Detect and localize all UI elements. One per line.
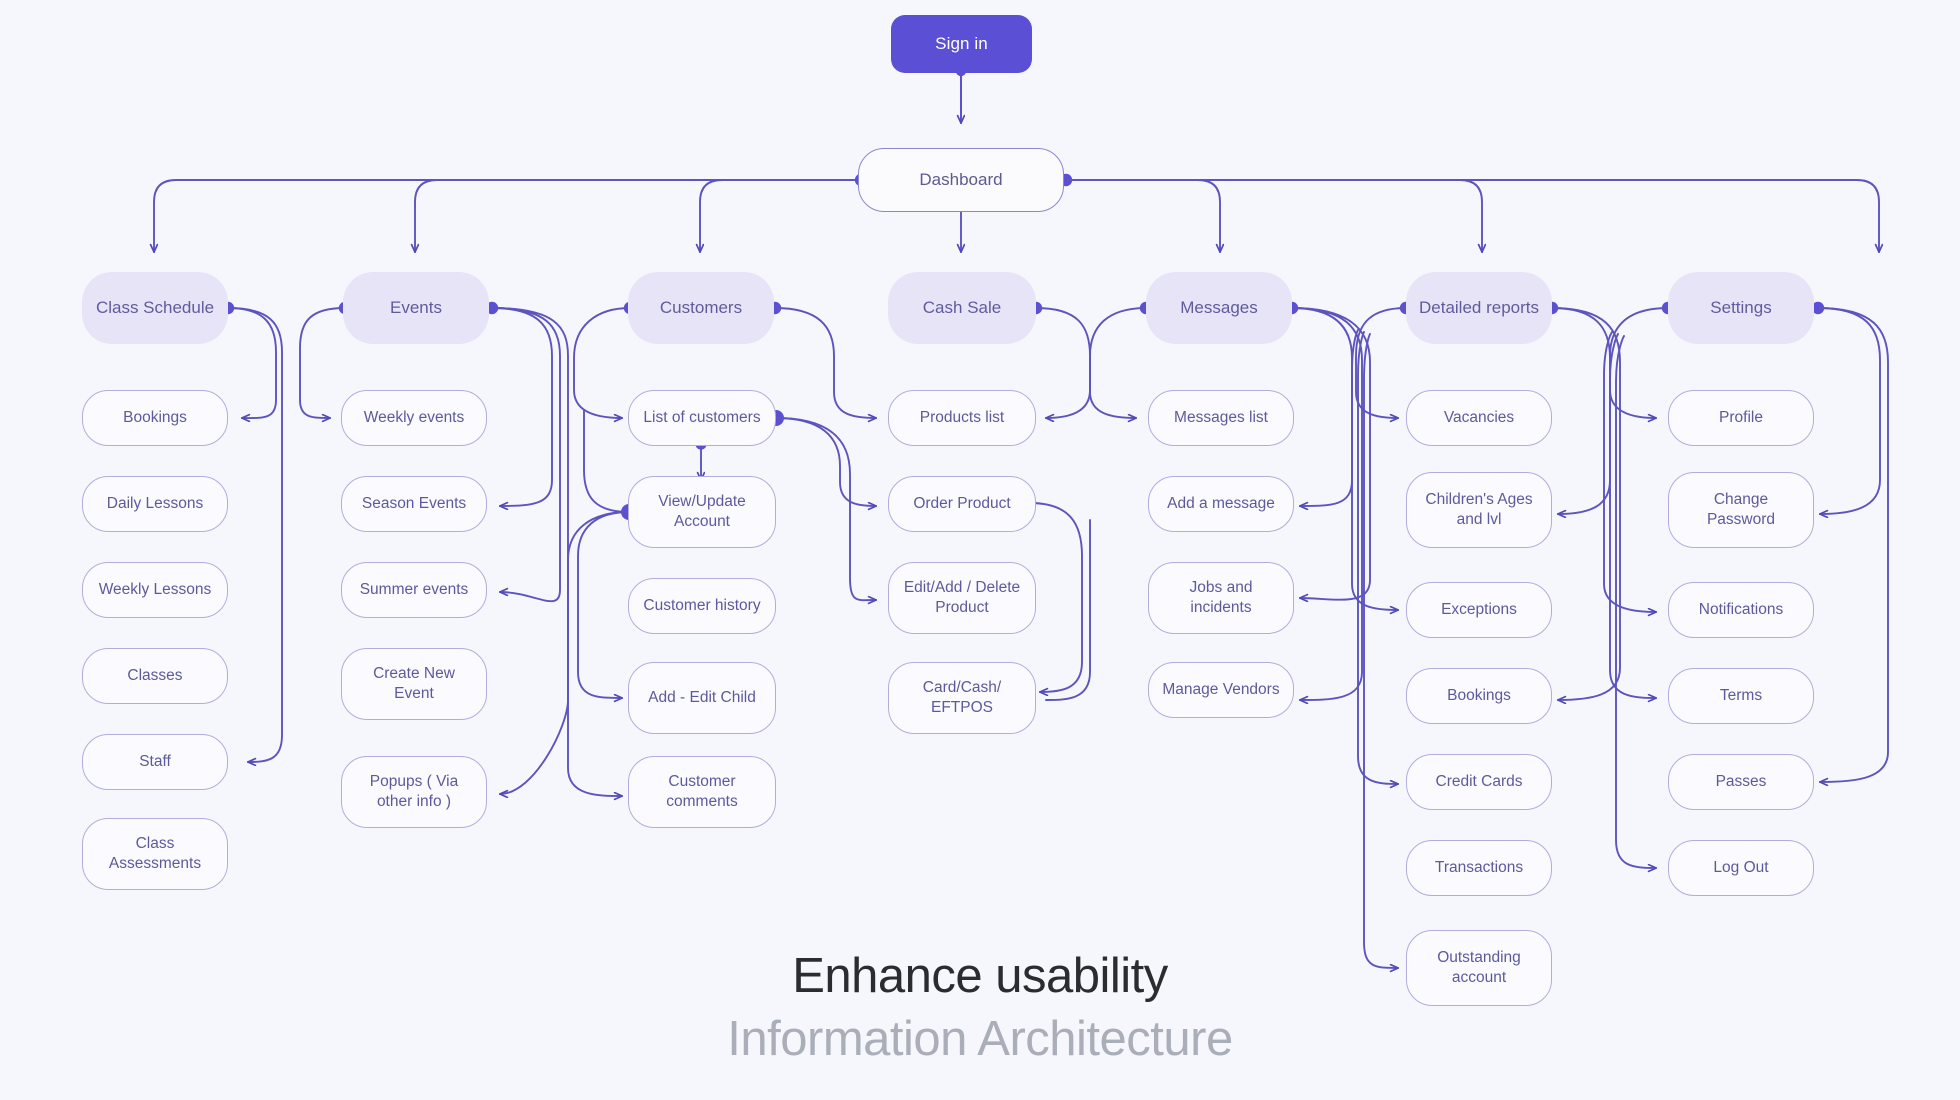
category-settings[interactable]: Settings xyxy=(1668,272,1814,344)
leaf-transactions[interactable]: Transactions xyxy=(1406,840,1552,896)
node-label: Terms xyxy=(1719,687,1763,705)
leaf-summer-events[interactable]: Summer events xyxy=(341,562,487,618)
node-label: Dashboard xyxy=(919,170,1003,190)
leaf-create-new-event[interactable]: Create New Event xyxy=(341,648,487,720)
node-label: Add - Edit Child xyxy=(648,689,756,707)
category-label: Cash Sale xyxy=(922,298,1002,318)
node-label: Sign in xyxy=(935,34,988,54)
diagram-title-block: Enhance usability Information Architectu… xyxy=(0,948,1960,1067)
node-label: Add a message xyxy=(1167,495,1275,513)
leaf-add-edit-child[interactable]: Add - Edit Child xyxy=(628,662,776,734)
leaf-messages-list[interactable]: Messages list xyxy=(1148,390,1294,446)
node-label: Children's Ages and lvl xyxy=(1425,491,1533,528)
node-label: Outstanding account xyxy=(1437,949,1521,986)
leaf-list-of-customers[interactable]: List of customers xyxy=(628,390,776,446)
leaf-customer-comments[interactable]: Customer comments xyxy=(628,756,776,828)
node-label: Customer history xyxy=(643,597,761,615)
node-label: View/Update Account xyxy=(658,493,746,530)
leaf-notifications[interactable]: Notifications xyxy=(1668,582,1814,638)
leaf-order-product[interactable]: Order Product xyxy=(888,476,1036,532)
node-label: Passes xyxy=(1715,773,1767,791)
category-customers[interactable]: Customers xyxy=(628,272,774,344)
node-label: Bookings xyxy=(123,409,187,427)
leaf-terms[interactable]: Terms xyxy=(1668,668,1814,724)
leaf-childrens-ages-and-lvl[interactable]: Children's Ages and lvl xyxy=(1406,472,1552,548)
node-label: Season Events xyxy=(361,495,467,513)
node-label: Weekly Lessons xyxy=(98,581,212,599)
title-primary: Enhance usability xyxy=(792,949,1168,1003)
leaf-weekly-events[interactable]: Weekly events xyxy=(341,390,487,446)
leaf-credit-cards[interactable]: Credit Cards xyxy=(1406,754,1552,810)
node-sign-in[interactable]: Sign in xyxy=(891,15,1032,73)
category-cash-sale[interactable]: Cash Sale xyxy=(888,272,1036,344)
node-label: Class Assessments xyxy=(108,835,202,872)
leaf-log-out[interactable]: Log Out xyxy=(1668,840,1814,896)
category-label: Class Schedule xyxy=(95,298,215,318)
node-label: Messages list xyxy=(1174,409,1268,427)
node-label: Create New Event xyxy=(373,665,455,702)
leaf-products-list[interactable]: Products list xyxy=(888,390,1036,446)
leaf-profile[interactable]: Profile xyxy=(1668,390,1814,446)
node-label: Exceptions xyxy=(1441,601,1517,619)
node-label: Jobs and incidents xyxy=(1189,579,1253,616)
leaf-classes[interactable]: Classes xyxy=(82,648,228,704)
node-label: Weekly events xyxy=(363,409,465,427)
leaf-weekly-lessons[interactable]: Weekly Lessons xyxy=(82,562,228,618)
leaf-bookings-reports[interactable]: Bookings xyxy=(1406,668,1552,724)
node-label: Staff xyxy=(139,753,171,771)
leaf-bookings[interactable]: Bookings xyxy=(82,390,228,446)
leaf-manage-vendors[interactable]: Manage Vendors xyxy=(1148,662,1294,718)
leaf-edit-add-delete-product[interactable]: Edit/Add / Delete Product xyxy=(888,562,1036,634)
leaf-daily-lessons[interactable]: Daily Lessons xyxy=(82,476,228,532)
leaf-season-events[interactable]: Season Events xyxy=(341,476,487,532)
node-label: Change Password xyxy=(1706,491,1776,528)
category-messages[interactable]: Messages xyxy=(1146,272,1292,344)
node-label: Bookings xyxy=(1447,687,1511,705)
leaf-exceptions[interactable]: Exceptions xyxy=(1406,582,1552,638)
node-label: Daily Lessons xyxy=(106,495,204,513)
leaf-change-password[interactable]: Change Password xyxy=(1668,472,1814,548)
category-class-schedule[interactable]: Class Schedule xyxy=(82,272,228,344)
leaf-add-a-message[interactable]: Add a message xyxy=(1148,476,1294,532)
node-label: Manage Vendors xyxy=(1162,681,1280,699)
node-label: Profile xyxy=(1719,409,1763,427)
node-label: Log Out xyxy=(1713,859,1769,877)
leaf-passes[interactable]: Passes xyxy=(1668,754,1814,810)
leaf-vacancies[interactable]: Vacancies xyxy=(1406,390,1552,446)
node-label: Credit Cards xyxy=(1435,773,1523,791)
node-label: Classes xyxy=(127,667,183,685)
leaf-staff[interactable]: Staff xyxy=(82,734,228,790)
leaf-jobs-and-incidents[interactable]: Jobs and incidents xyxy=(1148,562,1294,634)
title-secondary: Information Architecture xyxy=(727,1012,1233,1066)
category-detailed-reports[interactable]: Detailed reports xyxy=(1406,272,1552,344)
category-label: Events xyxy=(390,298,442,318)
category-label: Customers xyxy=(659,298,743,318)
node-label: Customer comments xyxy=(666,773,738,810)
node-label: Products list xyxy=(919,409,1005,427)
node-label: Order Product xyxy=(913,495,1011,513)
category-events[interactable]: Events xyxy=(343,272,489,344)
node-label: Notifications xyxy=(1698,601,1784,619)
node-label: Edit/Add / Delete Product xyxy=(903,579,1021,616)
node-label: Transactions xyxy=(1434,859,1524,877)
leaf-view-update-account[interactable]: View/Update Account xyxy=(628,476,776,548)
node-label: Popups ( Via other info ) xyxy=(369,773,459,810)
leaf-popups[interactable]: Popups ( Via other info ) xyxy=(341,756,487,828)
node-label: Vacancies xyxy=(1443,409,1515,427)
node-dashboard[interactable]: Dashboard xyxy=(858,148,1064,212)
node-label: List of customers xyxy=(643,409,761,427)
category-label: Messages xyxy=(1180,298,1258,318)
node-label: Card/Cash/ EFTPOS xyxy=(922,679,1002,716)
leaf-card-cash-eftpos[interactable]: Card/Cash/ EFTPOS xyxy=(888,662,1036,734)
leaf-class-assessments[interactable]: Class Assessments xyxy=(82,818,228,890)
category-label: Detailed reports xyxy=(1418,298,1539,318)
leaf-outstanding-account[interactable]: Outstanding account xyxy=(1406,930,1552,1006)
leaf-customer-history[interactable]: Customer history xyxy=(628,578,776,634)
category-label: Settings xyxy=(1710,298,1772,318)
node-label: Summer events xyxy=(359,581,469,599)
